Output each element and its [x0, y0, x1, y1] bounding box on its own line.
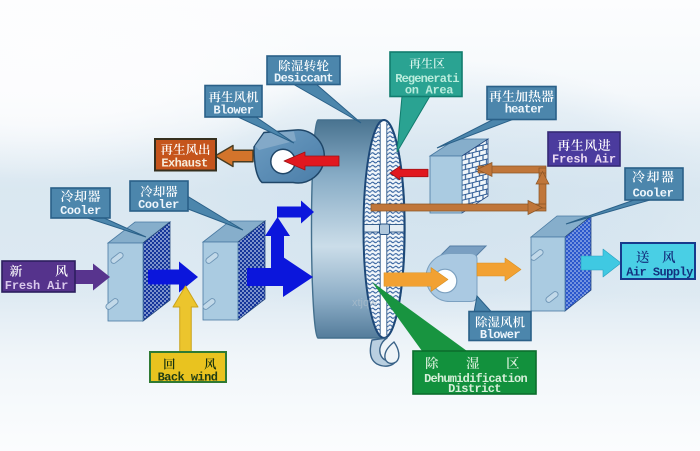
svg-text:Cooler: Cooler: [60, 204, 101, 218]
svg-text:Regenerati: Regenerati: [395, 72, 459, 86]
svg-text:District: District: [448, 382, 501, 396]
svg-text:Cooler: Cooler: [633, 187, 674, 201]
svg-text:Fresh Air: Fresh Air: [5, 279, 68, 293]
svg-text:Cooler: Cooler: [138, 198, 179, 212]
svg-text:Exhaust: Exhaust: [161, 157, 208, 171]
svg-text:xtjqw: xtjqw: [352, 297, 377, 309]
svg-text:heater: heater: [505, 103, 544, 117]
svg-text:Desiccant: Desiccant: [274, 71, 333, 85]
svg-text:Dehumidification: Dehumidification: [424, 372, 527, 386]
svg-text:Fresh Air: Fresh Air: [552, 153, 616, 167]
svg-text:Back wind: Back wind: [158, 371, 218, 385]
svg-text:Air Supply: Air Supply: [626, 265, 693, 279]
svg-text:Blower: Blower: [480, 328, 521, 342]
svg-text:on Area: on Area: [405, 83, 453, 97]
svg-text:Blower: Blower: [213, 104, 254, 118]
